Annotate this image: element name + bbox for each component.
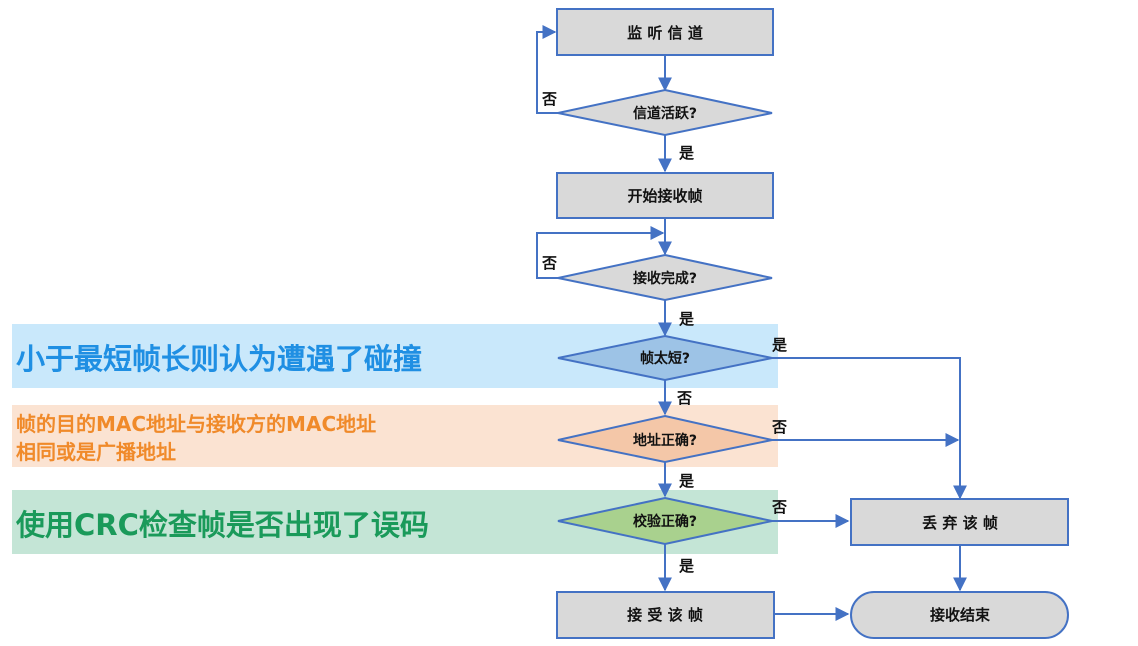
label-no-short: 否 xyxy=(676,389,692,407)
label-yes-channel: 是 xyxy=(678,144,695,162)
node-channel-active-label: 信道活跃? xyxy=(633,105,697,122)
note-mac-line2: 相同或是广播地址 xyxy=(16,440,176,464)
node-end: 接收结束 xyxy=(850,591,1069,639)
node-addr-ok: 地址正确? xyxy=(557,414,773,464)
node-check-ok: 校验正确? xyxy=(557,496,773,546)
note-mac-address: 帧的目的MAC地址与接收方的MAC地址 相同或是广播地址 xyxy=(16,410,376,466)
node-listen-label: 监 听 信 道 xyxy=(627,24,703,42)
label-yes-addr: 是 xyxy=(678,472,695,490)
label-no-channel: 否 xyxy=(541,90,557,108)
node-listen: 监 听 信 道 xyxy=(556,8,774,56)
node-addr-ok-label: 地址正确? xyxy=(633,432,697,449)
node-check-ok-label: 校验正确? xyxy=(633,513,697,530)
node-frame-short-label: 帧太短? xyxy=(640,350,690,367)
node-end-label: 接收结束 xyxy=(930,606,991,624)
node-accept-label: 接 受 该 帧 xyxy=(627,606,703,624)
label-yes-check: 是 xyxy=(678,557,695,575)
note-short-frame: 小于最短帧长则认为遭遇了碰撞 xyxy=(16,342,423,376)
node-discard-label: 丢 弃 该 帧 xyxy=(922,514,998,532)
node-channel-active: 信道活跃? xyxy=(557,88,773,137)
connectors xyxy=(536,25,967,621)
node-accept: 接 受 该 帧 xyxy=(556,591,775,639)
label-no-check: 否 xyxy=(771,498,787,516)
label-yes-receive: 是 xyxy=(678,310,695,328)
label-no-receive: 否 xyxy=(541,254,557,272)
loop-channel-busy xyxy=(536,25,560,114)
node-frame-short: 帧太短? xyxy=(557,334,773,382)
label-no-addr: 否 xyxy=(771,418,787,436)
node-discard: 丢 弃 该 帧 xyxy=(850,498,1069,546)
note-mac-line1: 帧的目的MAC地址与接收方的MAC地址 xyxy=(16,412,377,436)
node-receive-done: 接收完成? xyxy=(557,253,773,302)
note-crc: 使用CRC检查帧是否出现了误码 xyxy=(16,508,429,542)
node-receive-done-label: 接收完成? xyxy=(633,270,697,287)
arrow-short-to-discard xyxy=(772,357,967,500)
node-start-receive-label: 开始接收帧 xyxy=(627,187,702,205)
node-start-receive: 开始接收帧 xyxy=(556,172,774,219)
label-yes-short: 是 xyxy=(771,336,788,354)
